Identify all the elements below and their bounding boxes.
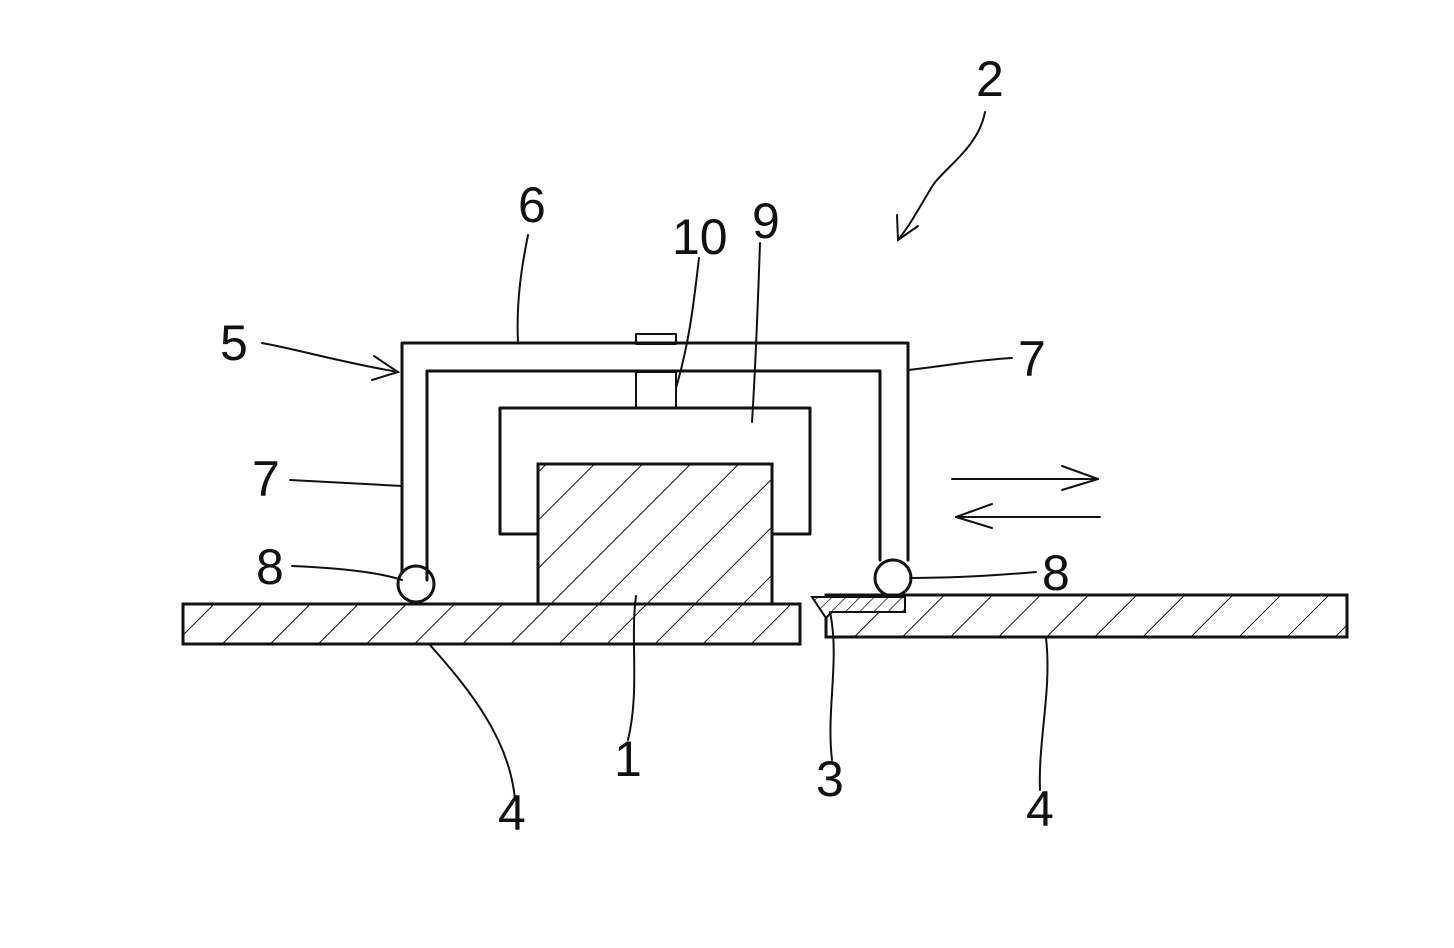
label-8-left: 8 <box>256 539 284 595</box>
stem-member <box>636 372 676 408</box>
left-arrow-icon <box>956 504 1100 528</box>
leader-7-left <box>290 480 402 486</box>
label-5: 5 <box>220 315 248 371</box>
central-block <box>538 464 772 604</box>
label-6: 6 <box>518 177 546 233</box>
leader-7-right <box>908 358 1012 370</box>
label-7-left: 7 <box>252 451 280 507</box>
label-8-right: 8 <box>1042 545 1070 601</box>
leader-9 <box>752 243 760 422</box>
label-1: 1 <box>614 731 642 787</box>
leader-8-right <box>910 572 1036 578</box>
label-7-right: 7 <box>1018 331 1046 387</box>
right-roller <box>875 560 911 596</box>
leader-4-left <box>430 645 515 800</box>
left-roller <box>398 566 434 602</box>
leader-8-left <box>292 566 402 580</box>
left-substrate-plate <box>183 604 800 644</box>
label-9: 9 <box>752 193 780 249</box>
label-10: 10 <box>672 209 728 265</box>
right-arrow-icon <box>952 466 1098 490</box>
leader-4-right <box>1040 638 1048 790</box>
label-4-right: 4 <box>1026 781 1054 837</box>
label-3: 3 <box>816 751 844 807</box>
leader-2 <box>898 112 985 240</box>
label-2: 2 <box>976 51 1004 107</box>
label-4-left: 4 <box>498 785 526 841</box>
leader-10 <box>676 258 699 388</box>
leader-6 <box>518 235 528 343</box>
